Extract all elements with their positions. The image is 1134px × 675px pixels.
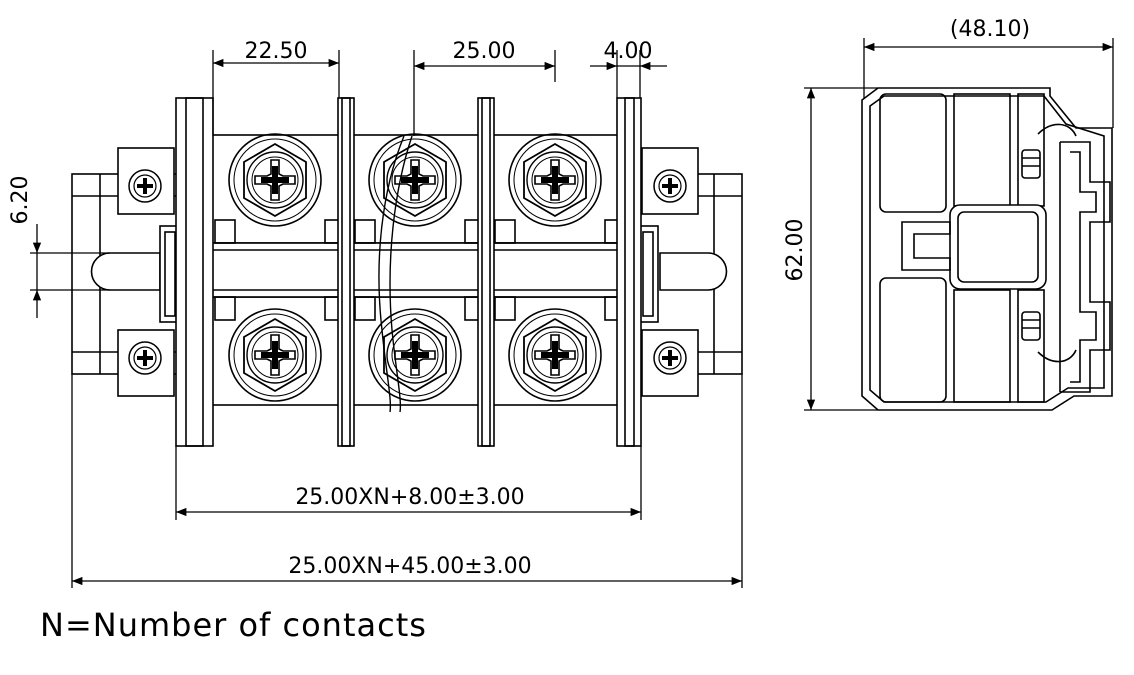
mounting-slot [90, 252, 728, 291]
end-plates [175, 97, 642, 447]
side-dimensions [804, 38, 1114, 411]
pitch-mid-label: 25.00 [453, 39, 516, 64]
separator-plates [337, 97, 495, 447]
front-dimensions [30, 50, 743, 588]
screw-icon [653, 341, 687, 375]
side-height-label: 62.00 [783, 219, 808, 282]
contacts-note: N=Number of contacts [40, 606, 427, 644]
front-view [71, 97, 743, 447]
screw-icon [653, 169, 687, 203]
break-line [378, 135, 405, 413]
screw-icon [128, 169, 162, 203]
inner-total-label: 25.00XN+8.00±3.00 [295, 485, 524, 510]
slot-label: 6.20 [8, 176, 33, 225]
gap-label: 4.00 [604, 39, 653, 64]
outer-total-label: 25.00XN+45.00±3.00 [288, 554, 531, 579]
screw-icon [128, 341, 162, 375]
side-view [861, 87, 1113, 411]
side-width-label: (48.10) [950, 17, 1030, 42]
pitch-left-label: 22.50 [245, 39, 308, 64]
break-line [389, 135, 413, 413]
